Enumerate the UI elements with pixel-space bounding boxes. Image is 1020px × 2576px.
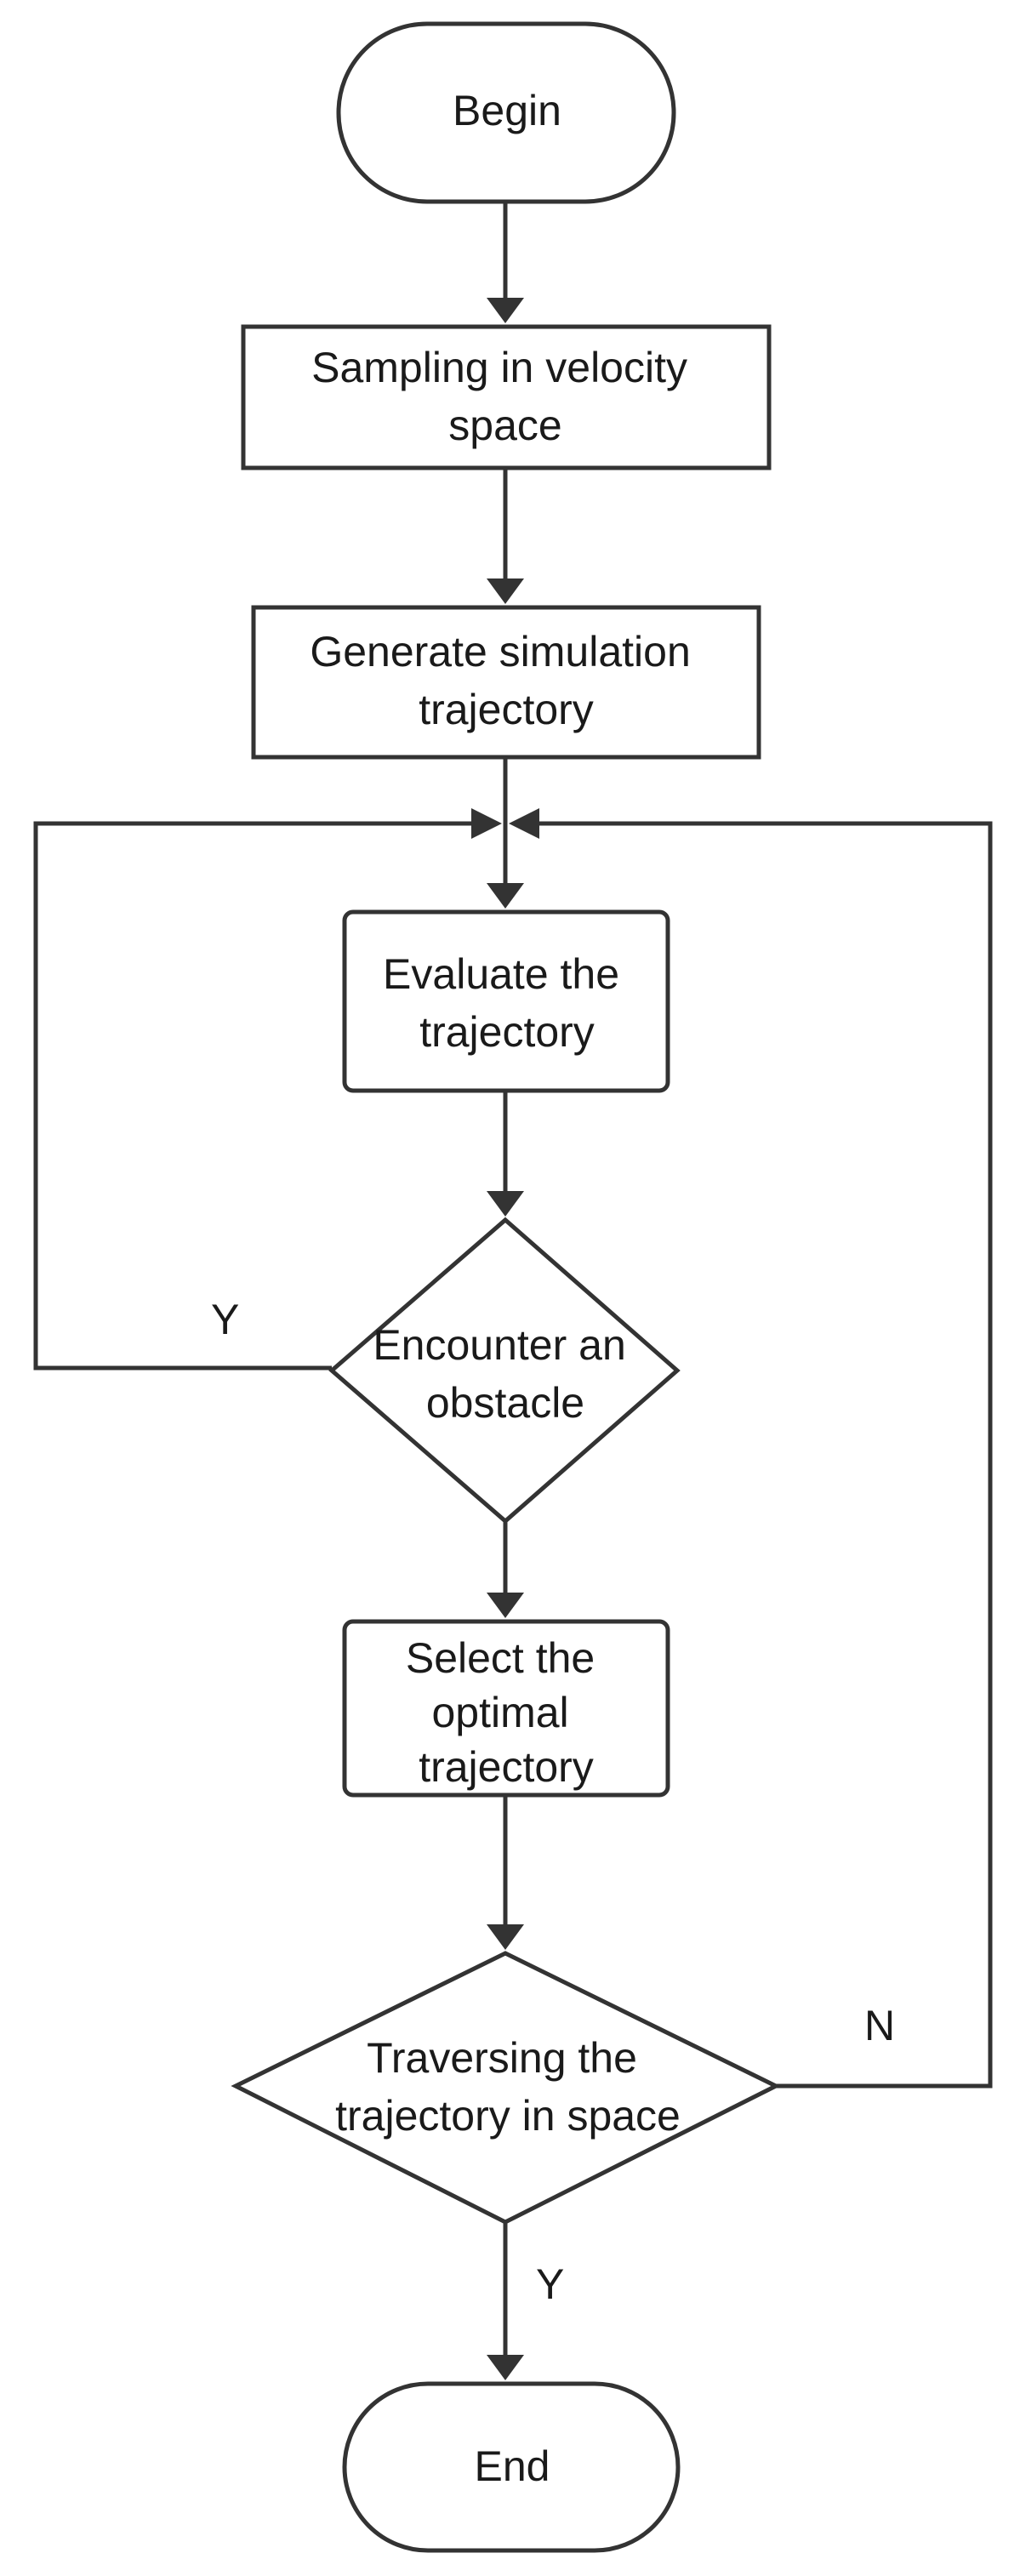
svg-text:Encounter an obstacle: Encounter an obstacle xyxy=(373,1321,637,1427)
nodes: Begin Sampling in velocity space Generat… xyxy=(231,21,781,2553)
arrowhead xyxy=(487,883,524,909)
arrowhead xyxy=(487,578,524,604)
traversing-decision: Traversing the trajectory in space xyxy=(231,1951,781,2225)
edge-encounter-yes-loop xyxy=(33,821,476,1371)
svg-text:Begin: Begin xyxy=(453,87,561,134)
encounter-label-line-1: Encounter an xyxy=(373,1321,625,1369)
sampling-label-line-1: Sampling in velocity xyxy=(311,344,687,391)
svg-text:Traversing the traject: Traversing the trajectory in space xyxy=(335,2034,681,2140)
encounter-label-line-2: obstacle xyxy=(426,1379,584,1427)
traversing-label-line-1: Traversing the xyxy=(367,2034,637,2082)
traverse-yes-label: Y xyxy=(536,2260,564,2308)
evaluate-label-line-2: trajectory xyxy=(419,1008,595,1056)
svg-text:Sampling in velocity s: Sampling in velocity space xyxy=(311,344,699,449)
sampling-process: Sampling in velocity space xyxy=(241,324,772,470)
select-label-line-3: trajectory xyxy=(419,1743,594,1791)
sampling-label-line-2: space xyxy=(448,402,561,449)
svg-text:Evaluate the trajector: Evaluate the trajectory xyxy=(383,950,631,1056)
select-label-line-1: Select the xyxy=(406,1634,595,1682)
select-process: Select the optimal trajectory xyxy=(342,1619,670,1798)
arrowhead xyxy=(509,808,539,839)
begin-label: Begin xyxy=(453,87,561,134)
arrowhead xyxy=(487,1924,524,1950)
evaluate-label-line-1: Evaluate the xyxy=(383,950,619,998)
begin-terminal: Begin xyxy=(336,21,676,204)
svg-text:Generate simulation tr: Generate simulation trajectory xyxy=(310,628,702,733)
arrowhead xyxy=(471,808,502,839)
select-label-line-2: optimal xyxy=(431,1689,568,1736)
end-terminal: End xyxy=(342,2381,681,2553)
end-label: End xyxy=(475,2442,550,2490)
arrowhead xyxy=(487,1191,524,1217)
edge-labels: Y N Y xyxy=(211,1296,895,2308)
evaluate-process: Evaluate the trajectory xyxy=(342,909,670,1093)
edges xyxy=(33,202,993,2380)
generate-label-line-2: trajectory xyxy=(419,686,594,733)
edge-traversing-no-loop xyxy=(534,821,993,2089)
traverse-no-label: N xyxy=(864,2002,895,2049)
svg-text:Select the optimal: Select the optimal trajectory xyxy=(406,1634,607,1791)
obstacle-yes-label: Y xyxy=(211,1296,239,1343)
encounter-decision: Encounter an obstacle xyxy=(328,1217,681,1525)
arrowhead xyxy=(487,2355,524,2380)
generate-process: Generate simulation trajectory xyxy=(251,605,761,760)
traversing-label-line-2: trajectory in space xyxy=(335,2092,681,2140)
arrowhead xyxy=(487,298,524,323)
arrowhead xyxy=(487,1593,524,1618)
generate-label-line-1: Generate simulation xyxy=(310,628,690,675)
svg-text:End: End xyxy=(475,2442,550,2490)
